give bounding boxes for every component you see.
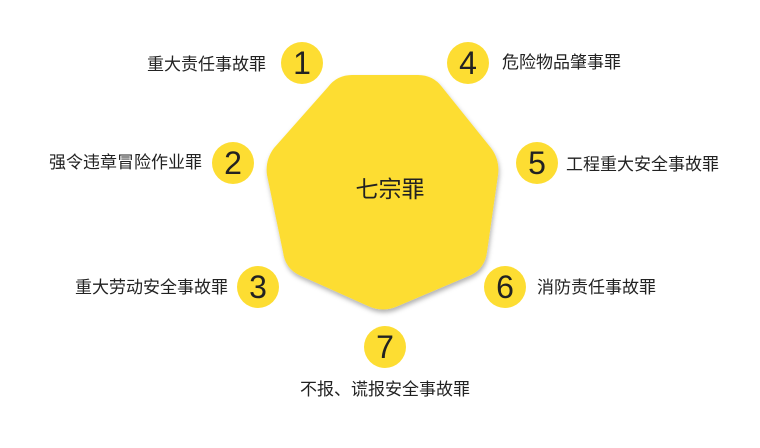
item-label-7: 不报、谎报安全事故罪 bbox=[300, 380, 470, 400]
item-label-3: 重大劳动安全事故罪 bbox=[75, 278, 228, 298]
diagram-title: 七宗罪 bbox=[355, 177, 425, 203]
item-number-badge-4: 4 bbox=[447, 42, 489, 84]
item-number-badge-3: 3 bbox=[237, 266, 279, 308]
item-label-5: 工程重大安全事故罪 bbox=[566, 155, 719, 175]
item-number-badge-1: 1 bbox=[281, 42, 323, 84]
item-label-4: 危险物品肇事罪 bbox=[502, 53, 621, 73]
item-number-badge-6: 6 bbox=[484, 266, 526, 308]
item-label-6: 消防责任事故罪 bbox=[537, 278, 656, 298]
item-label-2: 强令违章冒险作业罪 bbox=[49, 153, 202, 173]
item-label-1: 重大责任事故罪 bbox=[147, 55, 266, 75]
item-number-badge-5: 5 bbox=[516, 142, 558, 184]
item-number-badge-7: 7 bbox=[364, 326, 406, 368]
item-number-badge-2: 2 bbox=[212, 142, 254, 184]
